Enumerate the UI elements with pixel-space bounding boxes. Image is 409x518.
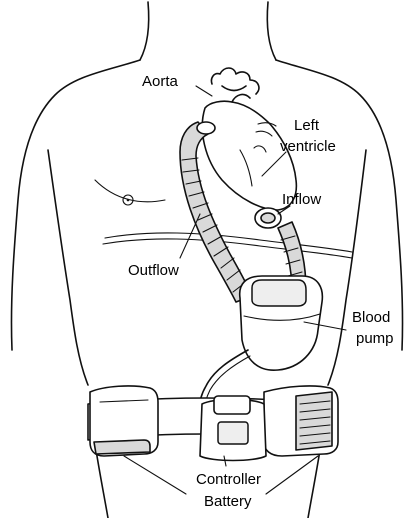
- label-left-ventricle-line1: Left: [294, 117, 320, 134]
- label-controller: Controller: [196, 471, 261, 488]
- label-inflow: Inflow: [282, 191, 321, 208]
- label-aorta: Aorta: [142, 73, 179, 90]
- battery-left: [90, 386, 158, 456]
- leader-aorta: [196, 86, 212, 96]
- battery-right: [264, 386, 338, 456]
- label-outflow: Outflow: [128, 262, 179, 279]
- label-blood-pump-line1: Blood: [352, 309, 390, 326]
- controller: [200, 396, 266, 461]
- label-left-ventricle-line2: ventricle: [280, 138, 336, 155]
- leader-battery-right: [266, 456, 318, 494]
- leader-battery-left: [124, 456, 186, 494]
- label-battery: Battery: [204, 493, 252, 510]
- leader-outflow: [180, 214, 200, 258]
- label-blood-pump-line2: pump: [356, 330, 394, 347]
